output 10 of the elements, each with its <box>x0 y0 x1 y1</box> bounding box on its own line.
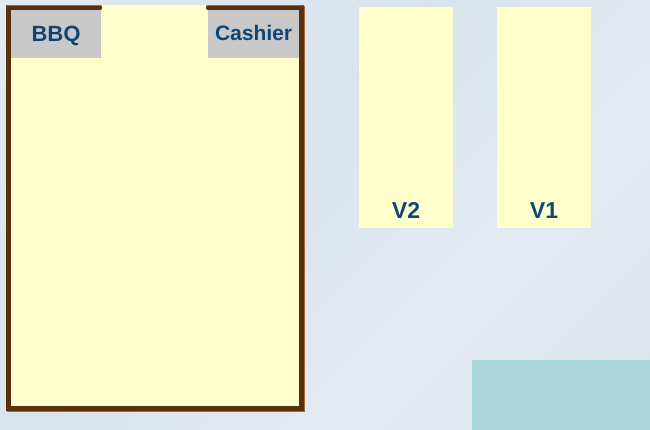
counter-area <box>11 10 101 58</box>
area-label: Cashier <box>214 22 292 46</box>
floor-zone <box>359 7 453 228</box>
counter-area <box>208 10 299 58</box>
floor-area <box>472 360 650 430</box>
area-label: V1 <box>530 198 558 223</box>
floor-zone <box>497 7 591 228</box>
area-label: BBQ <box>32 22 80 46</box>
room <box>6 5 304 411</box>
area-label: V2 <box>392 198 420 223</box>
